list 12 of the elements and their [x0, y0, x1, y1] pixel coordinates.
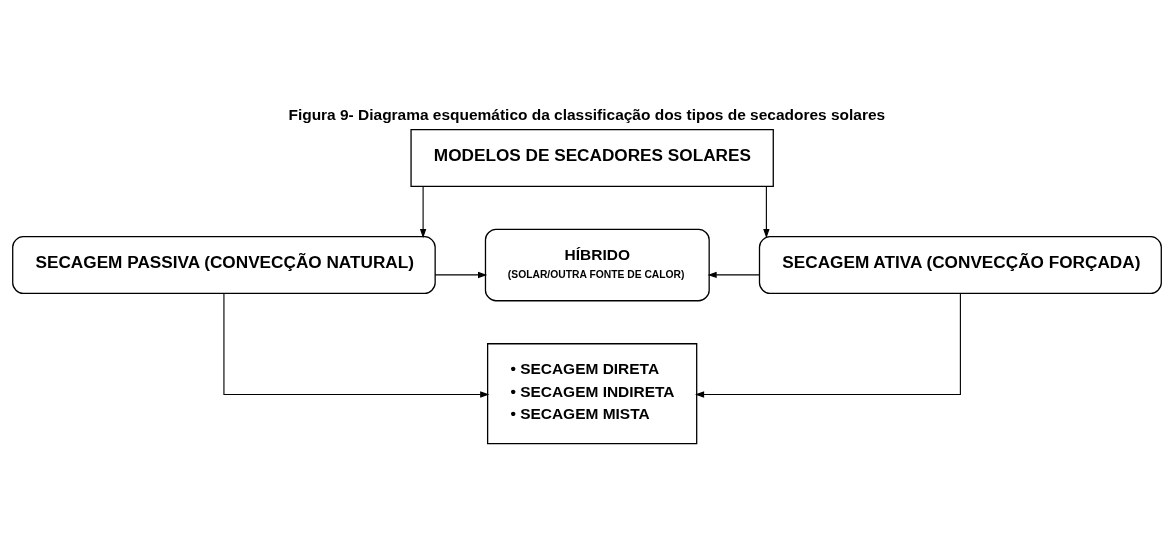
arrow	[763, 185, 770, 238]
node-box: SECAGEM PASSIVA (CONVECÇÃO NATURAL)	[12, 235, 436, 294]
arrow	[434, 271, 488, 278]
arrow	[419, 185, 427, 238]
arrow	[695, 292, 961, 398]
arrow	[223, 292, 490, 398]
node-box: • SECAGEM DIRETA • SECAGEM INDIRETA • SECAGEM MISTA	[487, 342, 698, 444]
node-box: MODELOS DE SECADORES SOLARES	[410, 128, 774, 187]
arrow	[707, 271, 761, 278]
node-box: SECAGEM ATIVA (CONVECÇÃO FORÇADA)	[758, 235, 1162, 294]
diagram-title: Figura 9- Diagrama esquemático da classificação dos tipos de secadores solares	[288, 105, 886, 123]
node-box: HÍBRIDO (SOLAR/OUTRA FONTE DE CALOR)	[484, 228, 710, 301]
